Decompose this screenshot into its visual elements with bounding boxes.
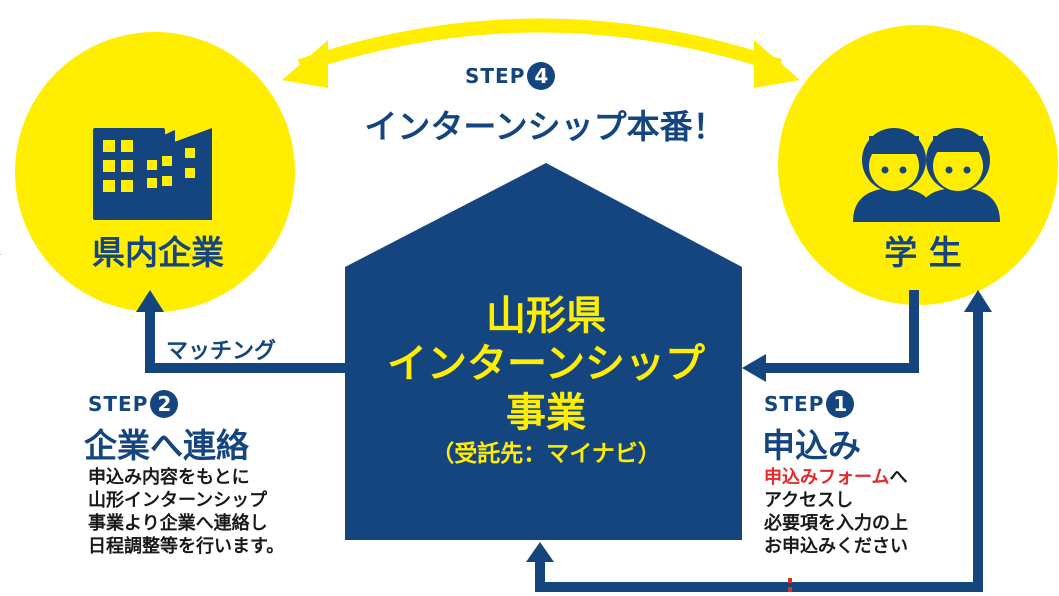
apply-arrow bbox=[742, 290, 919, 382]
program-name-2: インターンシップ bbox=[387, 341, 705, 387]
step2-line: 事業より企業へ連絡し bbox=[88, 513, 268, 534]
step1-form-suffix: へ bbox=[889, 467, 908, 488]
step2-title: 企業へ連絡 bbox=[84, 426, 249, 465]
return-arrow bbox=[526, 290, 992, 592]
step1-number: 1 bbox=[826, 390, 855, 418]
step1-description: 申込みフォームへ アクセスし 必要項を入力の上 お申込みください bbox=[764, 466, 908, 558]
step2-line: 日程調整等を行います。 bbox=[88, 536, 285, 557]
step4-number: 4 bbox=[527, 62, 556, 90]
step2-number: 2 bbox=[150, 390, 179, 418]
step1-line: アクセスし bbox=[764, 490, 854, 511]
students-icon bbox=[853, 128, 1000, 222]
buildings-icon bbox=[93, 128, 212, 220]
step1-title: 申込み bbox=[762, 426, 861, 465]
program-contractor: （受託先：マイナビ） bbox=[431, 441, 661, 467]
student-label: 学 生 bbox=[884, 233, 962, 272]
program-house bbox=[345, 163, 742, 540]
program-name-3: 事業 bbox=[506, 390, 586, 436]
step1-line: お申込みください bbox=[764, 536, 908, 557]
step4-title: インターンシップ本番！ bbox=[364, 107, 726, 146]
step1-word: STEP bbox=[764, 392, 825, 416]
application-form-link[interactable]: 申込みフォーム bbox=[764, 467, 890, 488]
step2-description: 申込み内容をもとに 山形インターンシップ 事業より企業へ連絡し 日程調整等を行い… bbox=[88, 466, 284, 558]
matching-label: マッチング bbox=[166, 339, 277, 364]
company-label: 県内企業 bbox=[92, 233, 224, 272]
step1-line: 必要項を入力の上 bbox=[764, 513, 908, 534]
step2-word: STEP bbox=[88, 392, 149, 416]
step4-arrow bbox=[282, 18, 800, 88]
step4-word: STEP bbox=[465, 64, 526, 88]
step2-line: 申込み内容をもとに bbox=[88, 467, 250, 488]
step2-line: 山形インターンシップ bbox=[88, 490, 268, 511]
step1-first-line: 申込みフォームへ bbox=[764, 466, 908, 489]
matching-arrow bbox=[136, 290, 345, 373]
program-name-1: 山形県 bbox=[486, 293, 606, 339]
